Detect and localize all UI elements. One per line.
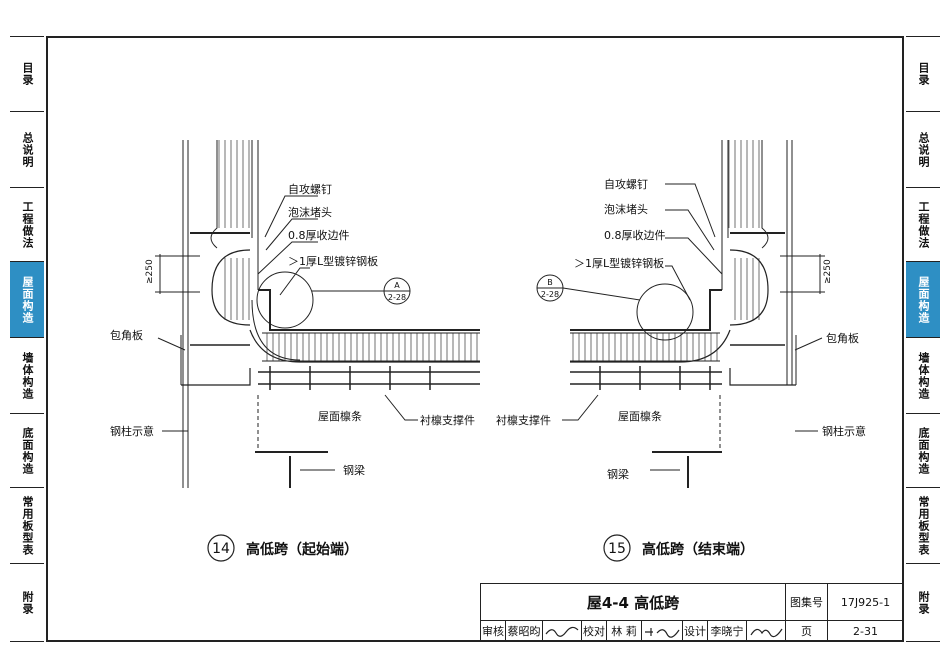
side-tab-appendix[interactable]: 附录 [10, 564, 44, 642]
detail-14-drawing [155, 140, 480, 488]
detail-14-marker [207, 534, 235, 562]
side-tab-appendix[interactable]: 附录 [906, 564, 940, 642]
side-tab-contents[interactable]: 目录 [10, 36, 44, 112]
check-label: 校对 [581, 620, 607, 642]
label-dim-left: ≥250 [145, 259, 155, 284]
label-purlin-left: 屋面檩条 [318, 409, 362, 423]
label-corner-left: 包角板 [110, 328, 143, 342]
label-screw-left: 自攻螺钉 [288, 182, 332, 196]
designer-signature [746, 620, 786, 642]
label-column-right: 钢柱示意 [822, 424, 866, 438]
callout-letter-a: A [394, 281, 400, 290]
checker-name: 林 莉 [606, 620, 642, 642]
side-tab-general[interactable]: 总说明 [906, 112, 940, 188]
atlas-label: 图集号 [785, 583, 828, 621]
label-column-left: 钢柱示意 [110, 424, 154, 438]
page-number: 2-31 [827, 620, 904, 642]
label-beam-right: 钢梁 [607, 467, 629, 481]
side-tab-board-types[interactable]: 常用板型表 [10, 488, 44, 564]
signature-mark [750, 628, 783, 638]
atlas-number: 17J925-1 [827, 583, 904, 621]
label-lplate-right: ＞1厚L型镀锌钢板 [574, 256, 664, 270]
page-label: 页 [785, 620, 828, 642]
label-corner-right: 包角板 [826, 331, 859, 345]
label-beam-left: 钢梁 [343, 463, 365, 477]
detail-14-number: 14 [212, 541, 230, 557]
label-support-right: 衬檩支撑件 [496, 413, 551, 427]
label-edge-left: 0.8厚收边件 [288, 228, 350, 242]
callout-sheet-b: 2-28 [541, 290, 559, 299]
callout-letter-b: B [547, 278, 553, 287]
label-lplate-left: ＞1厚L型镀锌钢板 [288, 254, 378, 268]
label-foam-left: 泡沫堵头 [288, 205, 332, 219]
drawing-title: 屋4-4 高低跨 [480, 583, 786, 621]
design-label: 设计 [682, 620, 708, 642]
title-block: 屋4-4 高低跨 图集号 17J925-1 审核 蔡昭昀 校对 林 莉 设计 李… [480, 583, 904, 642]
side-tab-roof[interactable]: 屋面构造 [10, 262, 44, 338]
detail-15-drawing [536, 140, 825, 488]
detail-14-title: 高低跨（起始端） [246, 541, 358, 558]
review-label: 审核 [480, 620, 506, 642]
reviewer-signature [542, 620, 582, 642]
label-foam-right: 泡沫堵头 [604, 202, 648, 216]
signature-mark [545, 626, 579, 637]
detail-15-marker [603, 534, 631, 562]
side-tab-practice[interactable]: 工程做法 [10, 188, 44, 262]
label-support-left: 衬檩支撑件 [420, 413, 475, 427]
side-tab-wall[interactable]: 墙体构造 [10, 338, 44, 414]
side-tab-practice[interactable]: 工程做法 [906, 188, 940, 262]
side-tab-contents[interactable]: 目录 [906, 36, 940, 112]
side-tab-general[interactable]: 总说明 [10, 112, 44, 188]
drawing-sheet-border [46, 36, 904, 642]
designer-name: 李晓宁 [707, 620, 747, 642]
signature-mark [645, 628, 680, 638]
label-purlin-right: 屋面檩条 [618, 409, 662, 423]
detail-15-number: 15 [608, 541, 626, 557]
side-tab-board-types[interactable]: 常用板型表 [906, 488, 940, 564]
label-dim-right: ≥250 [823, 259, 833, 284]
side-tab-bottom[interactable]: 底面构造 [10, 414, 44, 488]
callout-sheet-a: 2-28 [388, 293, 406, 302]
detail-15-title: 高低跨（结束端） [642, 541, 754, 558]
side-tab-roof[interactable]: 屋面构造 [906, 262, 940, 338]
checker-signature [641, 620, 683, 642]
side-tab-wall[interactable]: 墙体构造 [906, 338, 940, 414]
reviewer-name: 蔡昭昀 [505, 620, 543, 642]
side-tab-bottom[interactable]: 底面构造 [906, 414, 940, 488]
label-edge-right: 0.8厚收边件 [604, 228, 666, 242]
label-screw-right: 自攻螺钉 [604, 177, 648, 191]
